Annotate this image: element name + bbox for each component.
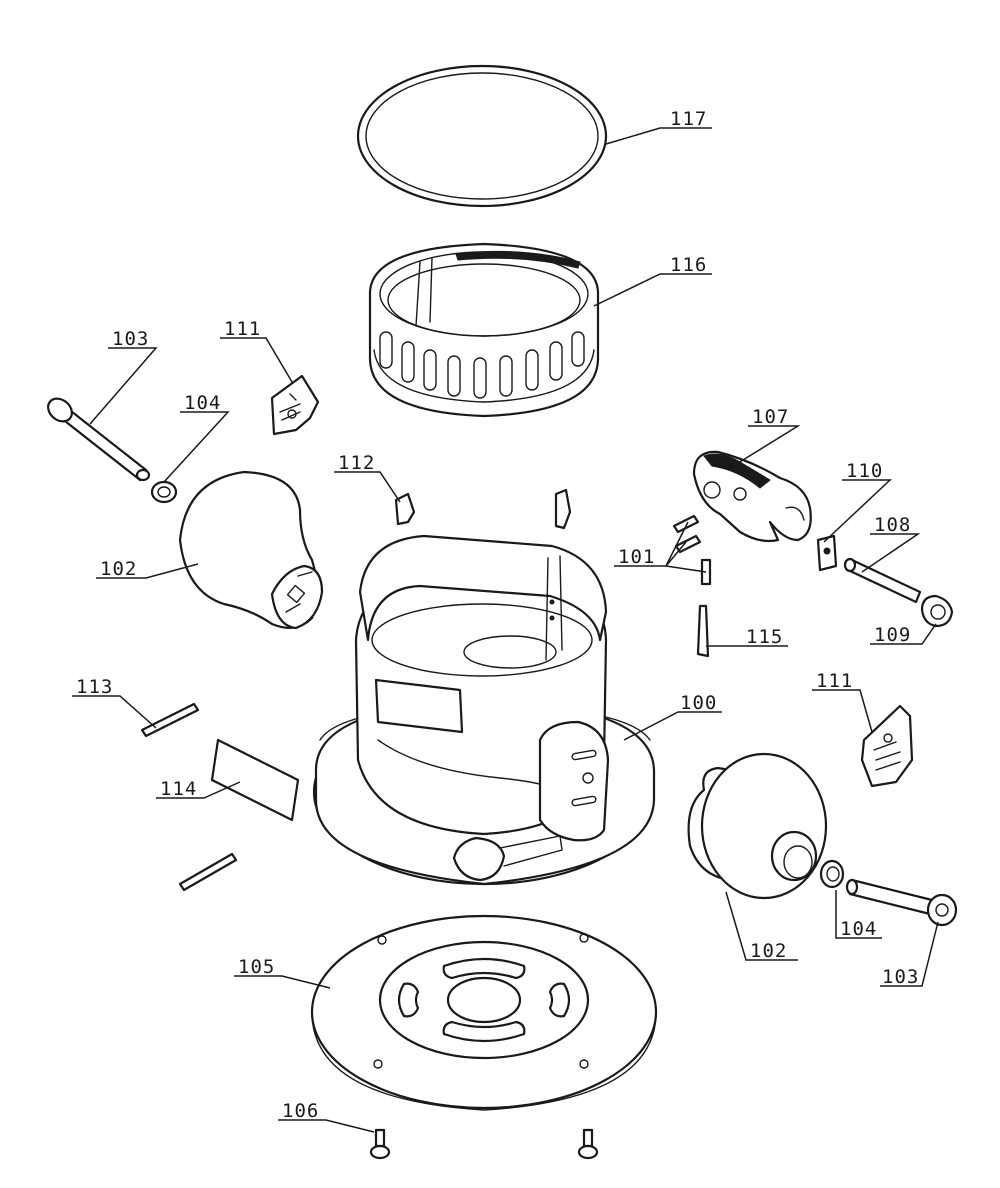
washer-104-upper	[150, 480, 178, 504]
leader-113	[72, 695, 157, 729]
callout-108: 108	[874, 514, 911, 536]
leader-108	[861, 533, 921, 573]
leader-102-right	[725, 891, 798, 961]
callout-labels: 117 116 111 103 104 107 112 110 108 101 …	[76, 108, 919, 1122]
router-base-100	[312, 534, 656, 886]
callout-114: 114	[160, 778, 197, 800]
leader-112	[334, 471, 401, 503]
callout-116: 116	[670, 254, 707, 276]
callout-107: 107	[752, 406, 789, 428]
callout-117: 117	[670, 108, 707, 130]
leader-lines	[72, 127, 939, 1133]
callout-104-lower: 104	[840, 918, 877, 940]
depth-lever-107	[692, 450, 812, 543]
clip-112-left	[394, 492, 416, 526]
leader-100	[623, 711, 722, 741]
callout-115: 115	[746, 626, 783, 648]
pin-113-lower	[178, 852, 238, 892]
leader-114	[156, 781, 241, 799]
callout-112: 112	[338, 452, 375, 474]
callout-110: 110	[846, 460, 883, 482]
screw-103-upper	[47, 397, 151, 482]
leader-104-upper	[163, 411, 230, 483]
leader-111-upper	[220, 337, 293, 383]
leader-117	[605, 127, 712, 145]
leader-101	[614, 521, 707, 573]
callout-103-upper: 103	[112, 328, 149, 350]
sub-base-105	[310, 914, 658, 1111]
nut-110	[816, 534, 838, 572]
leader-105	[234, 975, 331, 989]
screw-106-left	[369, 1128, 391, 1160]
callout-101: 101	[618, 546, 655, 568]
screw-106-right	[577, 1128, 599, 1160]
callout-111-lower: 111	[816, 670, 853, 692]
leader-110	[823, 479, 892, 543]
leader-107	[729, 425, 801, 469]
leader-116	[593, 273, 712, 307]
clip-112-right	[554, 488, 572, 530]
locknut-109	[920, 594, 954, 628]
leader-103-upper	[89, 347, 158, 425]
callout-109: 109	[874, 624, 911, 646]
leader-102-left	[96, 563, 199, 579]
latch-111-lower	[860, 704, 914, 788]
callout-106: 106	[282, 1100, 319, 1122]
pin-108	[843, 557, 922, 604]
washer-104-lower	[819, 859, 845, 889]
leader-109	[870, 623, 937, 645]
leader-103-lower	[880, 921, 939, 987]
callout-113: 113	[76, 676, 113, 698]
callout-104-upper: 104	[184, 392, 221, 414]
shim-115	[696, 604, 710, 658]
leader-104-lower	[835, 890, 882, 939]
adjustment-ring-116	[368, 242, 600, 418]
callout-111-upper: 111	[224, 318, 261, 340]
handle-102-left	[178, 470, 324, 630]
callout-103-lower: 103	[882, 966, 919, 988]
leader-106	[278, 1119, 375, 1133]
callout-105: 105	[238, 956, 275, 978]
latch-111-upper	[270, 374, 320, 436]
screw-103-lower	[845, 878, 958, 927]
callout-100: 100	[680, 692, 717, 714]
callout-102-right: 102	[750, 940, 787, 962]
label-plate-114	[210, 738, 300, 822]
pin-113	[140, 702, 200, 738]
handle-102-right	[687, 752, 828, 900]
o-ring-117	[356, 64, 608, 208]
leader-111-lower	[812, 689, 873, 733]
callout-102-left: 102	[100, 558, 137, 580]
